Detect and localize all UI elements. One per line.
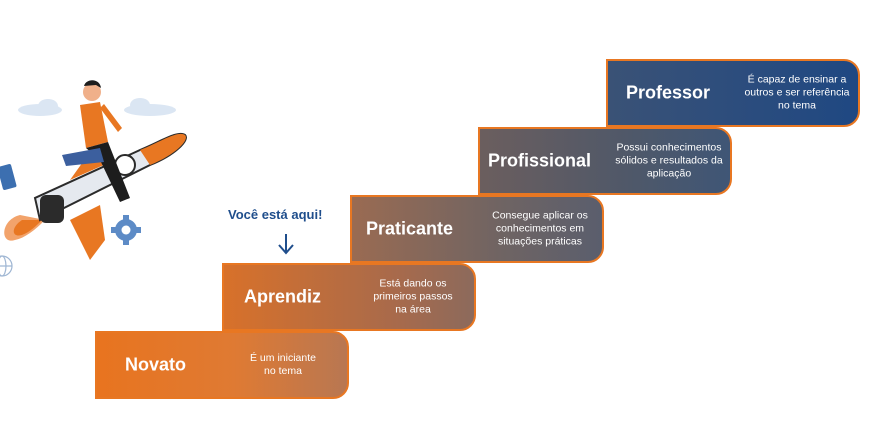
step-description: É um iniciante no tema: [250, 352, 316, 377]
step-description: É capaz de ensinar a outros e ser referê…: [744, 73, 850, 112]
step-profissional: Profissional Possui conhecimentos sólido…: [478, 127, 732, 195]
step-description: Consegue aplicar os conhecimentos em sit…: [492, 209, 588, 248]
step-title: Professor: [626, 82, 711, 103]
rocket-illustration: [0, 80, 187, 277]
arrow-down-icon: [278, 234, 294, 255]
step-title: Praticante: [366, 218, 454, 239]
step-title: Aprendiz: [244, 286, 322, 307]
step-description: Possui conhecimentos sólidos e resultado…: [615, 141, 723, 180]
cloud-icon: [18, 98, 176, 116]
step-title: Novato: [125, 354, 187, 375]
step-professor: Professor É capaz de ensinar a outros e …: [606, 59, 860, 127]
globe-icon: [0, 255, 13, 277]
person-illustration: [62, 80, 130, 202]
you-are-here-label: Você está aqui!: [228, 207, 323, 222]
step-novato: Novato É um iniciante no tema: [95, 331, 349, 399]
step-description: Está dando os primeiros passos na área: [373, 277, 453, 316]
step-title: Profissional: [488, 150, 592, 171]
gear-icon: [111, 215, 141, 245]
step-aprendiz: Aprendiz Está dando os primeiros passos …: [222, 263, 476, 331]
step-praticante: Praticante Consegue aplicar os conhecime…: [350, 195, 604, 263]
